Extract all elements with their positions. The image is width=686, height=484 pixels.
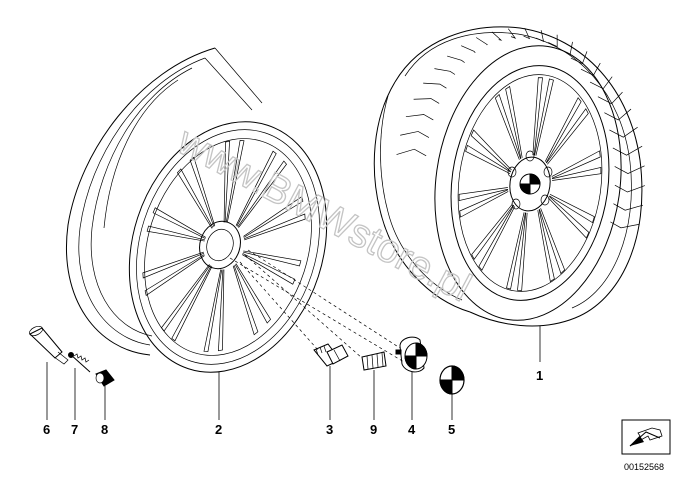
callout-2: 2 <box>215 422 222 437</box>
valve-core <box>68 352 91 373</box>
view-direction-icon <box>621 419 671 455</box>
callout-5: 5 <box>448 422 455 437</box>
document-id: 00152568 <box>624 462 664 472</box>
leader-lines <box>46 326 541 420</box>
valve-cap <box>95 369 115 387</box>
callout-1: 1 <box>536 368 543 383</box>
wheel-bolt <box>313 343 349 367</box>
callout-8: 8 <box>101 422 108 437</box>
watermark-text: www.BMWstore.pl <box>170 119 478 311</box>
emblem <box>439 365 465 395</box>
complete-wheel <box>373 26 645 327</box>
callout-6: 6 <box>43 422 50 437</box>
callout-7: 7 <box>71 422 78 437</box>
alloy-rim <box>66 47 328 373</box>
assembly-guide-lines <box>229 249 405 363</box>
callout-3: 3 <box>326 422 333 437</box>
balance-weight <box>361 351 387 371</box>
callout-9: 9 <box>370 422 377 437</box>
callout-numbers: 6 7 8 2 3 9 4 5 1 <box>43 368 543 437</box>
hub-cap <box>395 336 428 373</box>
callout-4: 4 <box>408 422 416 437</box>
valve-stem <box>29 325 69 365</box>
